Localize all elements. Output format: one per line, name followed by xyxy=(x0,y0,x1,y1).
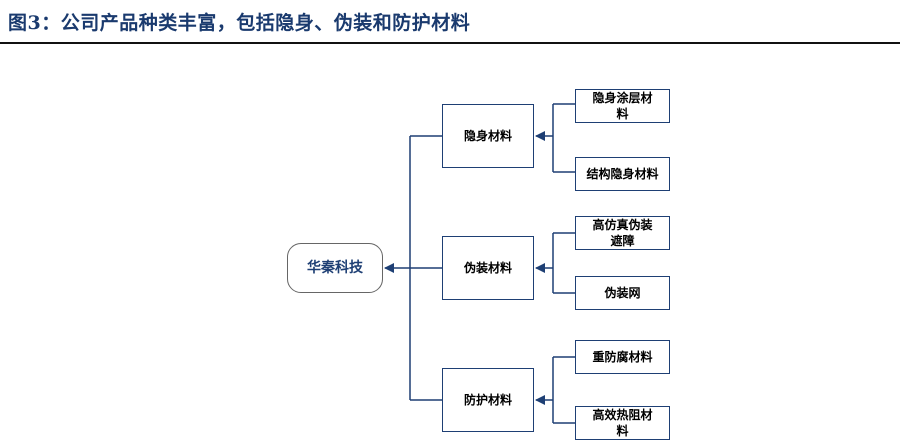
leaf-label: 重防腐材料 xyxy=(592,350,653,364)
leaf-node-camo-net: 伪装网 xyxy=(575,276,670,310)
leaf-node-structural-stealth: 结构隐身材料 xyxy=(575,157,670,191)
figure-title: 图3：公司产品种类丰富，包括隐身、伪装和防护材料 xyxy=(8,12,471,34)
category-node-stealth: 隐身材料 xyxy=(442,104,534,168)
leaf-node-camo-screen: 高仿真伪装 遮障 xyxy=(575,216,670,250)
leaf-node-thermal-resistance: 高效热阻材 料 xyxy=(575,406,670,440)
category-label: 防护材料 xyxy=(463,393,512,407)
leaf-node-anticorrosion: 重防腐材料 xyxy=(575,340,670,374)
root-node-label: 华秦科技 xyxy=(307,260,363,276)
leaf-label: 隐身涂层材 料 xyxy=(592,91,653,121)
category-node-camouflage: 伪装材料 xyxy=(442,236,534,300)
leaf-label: 伪装网 xyxy=(604,286,641,300)
title-divider xyxy=(0,42,900,44)
leaf-node-stealth-coating: 隐身涂层材 料 xyxy=(575,89,670,123)
leaf-label: 高仿真伪装 遮障 xyxy=(592,218,653,248)
category-node-protection: 防护材料 xyxy=(442,368,534,432)
category-label: 伪装材料 xyxy=(463,261,512,275)
leaf-label: 结构隐身材料 xyxy=(586,167,659,181)
leaf-label: 高效热阻材 料 xyxy=(592,408,653,438)
category-label: 隐身材料 xyxy=(463,129,512,143)
root-node-company: 华秦科技 xyxy=(287,243,383,293)
